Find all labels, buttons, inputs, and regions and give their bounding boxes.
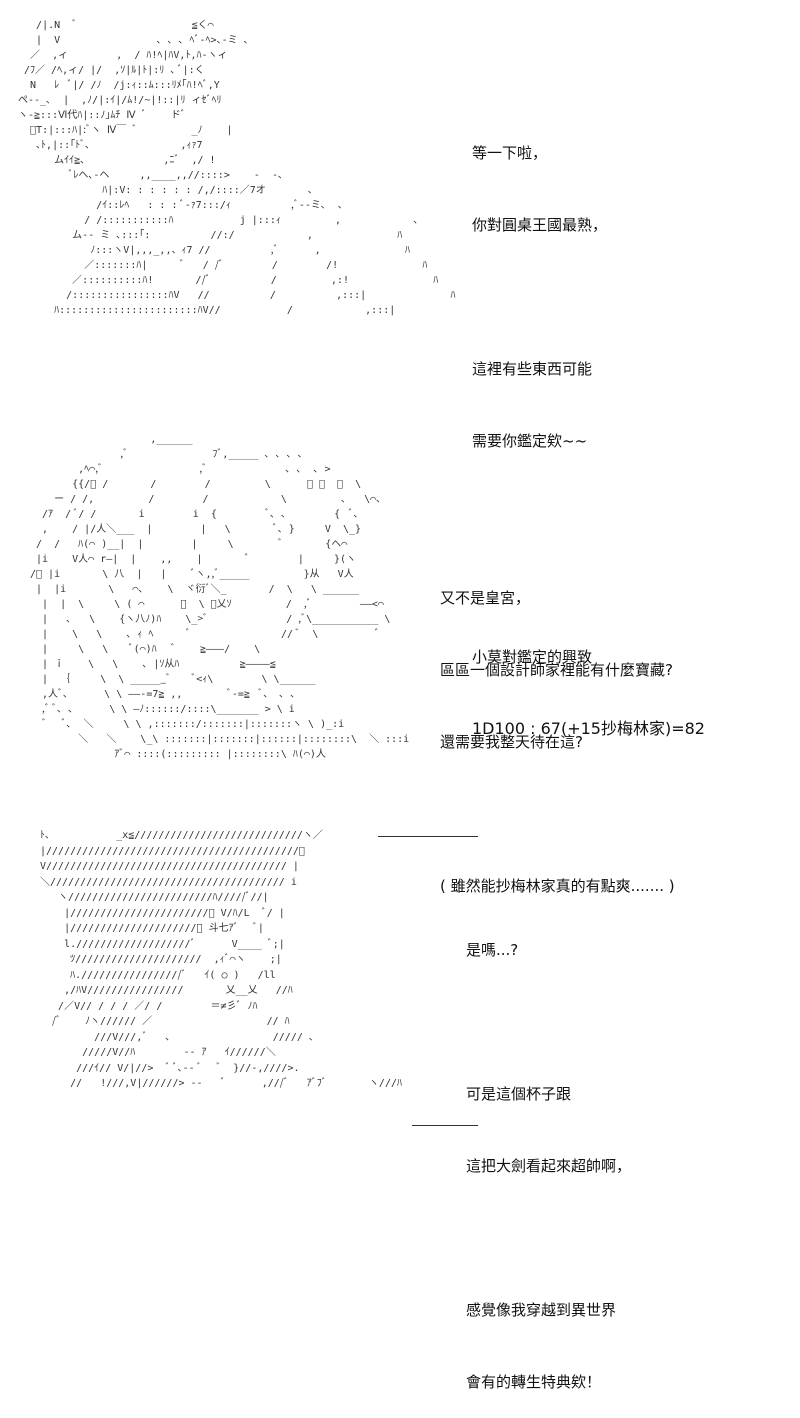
- dialog-line: 又不是皇宮，: [440, 589, 531, 607]
- dialog-gap: [466, 1010, 631, 1034]
- dialog-gap: [472, 285, 705, 309]
- dialog-line: 等一下啦，: [472, 144, 548, 162]
- panel-2: ,______ ,ﾞ ﾌﾞ,_____ ､ ､ ､ ､ ,ﾍ⌒,ﾞ ,ﾞ ､ ､…: [0, 420, 800, 895]
- panel-3: ﾄ､ _x≦////////////////////////////ヽ／ |//…: [0, 810, 800, 1391]
- dialog-line: 還需要我整天待在這?: [440, 733, 583, 751]
- dialog-line: 小莫對鑑定的興致: [472, 648, 593, 666]
- dialog-line: 區區一個設計師家裡能有什麼寶藏?: [440, 661, 673, 679]
- dialog-text-3: 是嗎...? 可是這個杯子跟 這把大劍看起來超帥啊， 感覺像我穿越到異世界 會有…: [466, 890, 631, 1418]
- dice-roll-result: 1D100 : 67(+15抄梅林家)=82: [472, 719, 705, 738]
- ascii-art-face-2: ,______ ,ﾞ ﾌﾞ,_____ ､ ､ ､ ､ ,ﾍ⌒,ﾞ ,ﾞ ､ ､…: [30, 434, 410, 760]
- dialog-line: 你對圓桌王國最熟，: [472, 216, 608, 234]
- dialog-gap: [466, 1226, 631, 1250]
- bottom-underline: [412, 1125, 478, 1126]
- panel-1: /|.N ﾞ ≦く⌒ | V ､ ､ ､ ﾍﾞ-ﾍ>､-ミ ､ ／ ,ィ , /…: [0, 0, 800, 738]
- dialog-line: 可是這個杯子跟: [466, 1085, 572, 1103]
- dialog-line: ( 雖然能抄梅林家真的有點爽....... ): [440, 877, 675, 895]
- dialog-line: 這裡有些東西可能: [472, 360, 593, 378]
- dialog-text-1: 等一下啦， 你對圓桌王國最熟， 這裡有些東西可能 需要你鑑定欸~~ 小莫對鑑定的…: [472, 93, 705, 765]
- dialog-line: 感覺像我穿越到異世界: [466, 1301, 617, 1319]
- dialog-line: 是嗎...?: [466, 941, 519, 959]
- dialog-line: 這把大劍看起來超帥啊，: [466, 1157, 632, 1175]
- dialog-line: 會有的轉生特典欸！: [466, 1373, 602, 1391]
- ascii-art-figure-1: /|.N ﾞ ≦く⌒ | V ､ ､ ､ ﾍﾞ-ﾍ>､-ミ ､ ／ ,ィ , /…: [18, 20, 456, 316]
- ascii-art-figure-3: ﾄ､ _x≦////////////////////////////ヽ／ |//…: [40, 830, 402, 1089]
- dialog-line: 需要你鑑定欸~~: [472, 432, 588, 450]
- panel-divider-line: [378, 836, 478, 837]
- dialog-text-2: 又不是皇宮， 區區一個設計師家裡能有什麼寶藏? 還需要我整天待在這? ( 雖然能…: [440, 538, 675, 922]
